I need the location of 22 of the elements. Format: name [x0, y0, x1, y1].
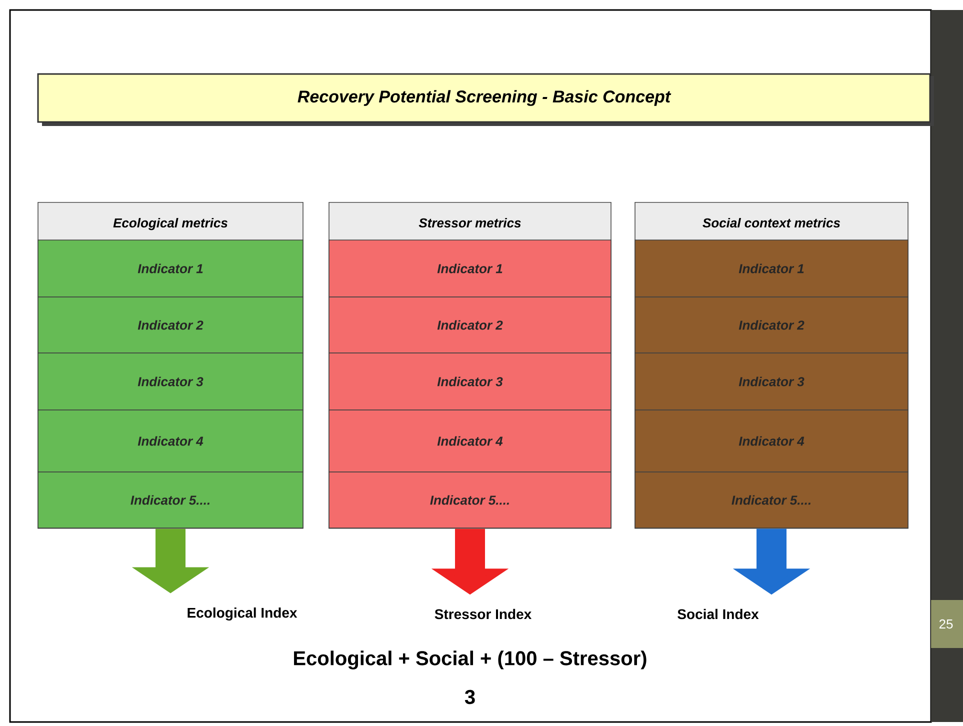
indicator-box: Indicator 1	[328, 240, 612, 298]
indicator-box: Indicator 3	[38, 352, 304, 410]
indicator-box: Indicator 1	[38, 240, 304, 298]
indicator-box: Indicator 3	[634, 352, 908, 410]
indicator-box: Indicator 5....	[328, 472, 612, 528]
title-box: Recovery Potential Screening - Basic Concept	[37, 73, 934, 126]
indicator-box: Indicator 2	[38, 296, 304, 354]
indicator-box: Indicator 5....	[38, 472, 304, 528]
page-number: 25	[931, 600, 963, 648]
indicator-box: Indicator 1	[634, 240, 908, 298]
index-label: Ecological Index	[188, 607, 298, 621]
indicator-box: Indicator 5....	[634, 472, 908, 528]
indicator-box: Indicator 4	[634, 410, 908, 472]
index-label: Stressor Index	[434, 608, 532, 620]
indicator-box: Indicator 4	[38, 410, 304, 472]
indicator-box: Indicator 2	[634, 296, 908, 354]
formula-text: 3	[464, 690, 475, 704]
indicator-box: Indicator 2	[328, 296, 612, 354]
index-label: Social Index	[678, 608, 759, 620]
indicator-box: Indicator 3	[328, 352, 612, 410]
formula-text: Ecological + Social + (100 – Stressor)	[294, 650, 646, 670]
indicator-box: Indicator 4	[328, 410, 612, 472]
